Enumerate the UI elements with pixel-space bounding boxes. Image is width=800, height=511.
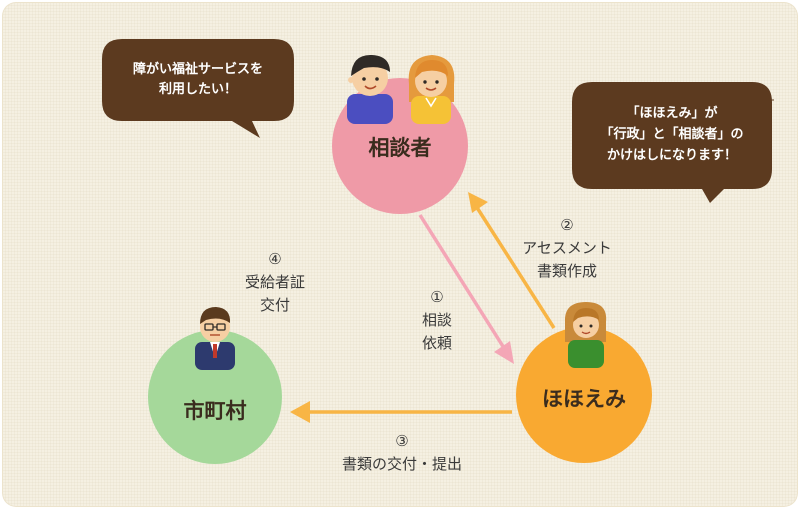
child-girl-icon xyxy=(408,55,455,124)
step-4-line2: 交付 xyxy=(259,296,290,314)
step-4-line1: 受給者証 xyxy=(244,273,305,291)
official-man-icon xyxy=(195,307,235,370)
staff-woman-icon xyxy=(564,302,607,368)
consultant-label: 相談者 xyxy=(368,136,432,160)
city-label: 市町村 xyxy=(183,399,247,423)
child-boy-icon xyxy=(347,54,393,124)
step-4-number: ④ xyxy=(268,250,282,268)
speech-bubble-right-line2: 「行政」と「相談者」の xyxy=(600,127,744,142)
arrow-document-submission xyxy=(290,401,512,423)
speech-bubble-left-line2: 利用したい！ xyxy=(158,82,237,97)
step-3-line1: 書類の交付・提出 xyxy=(341,455,462,473)
step-1-line2: 依頼 xyxy=(421,334,452,352)
step-2-number: ② xyxy=(560,216,574,234)
step-3-number: ③ xyxy=(395,432,409,450)
speech-bubble-left xyxy=(102,39,294,138)
arrow-consult-request xyxy=(418,214,514,364)
speech-bubble-right-text: 「ほほえみ」が 「行政」と「相談者」の かけはしになります！ xyxy=(582,103,762,166)
step-2-line1: アセスメント xyxy=(522,239,612,257)
step-2-label: ② アセスメント 書類作成 xyxy=(512,214,622,283)
step-1-line1: 相談 xyxy=(421,311,452,329)
speech-bubble-right-line3: かけはしになります！ xyxy=(606,148,737,163)
speech-bubble-left-text: 障がい福祉サービスを 利用したい！ xyxy=(112,60,284,100)
speech-bubble-right xyxy=(572,82,774,203)
hohoemi-node xyxy=(516,327,652,463)
speech-bubble-right-line1: 「ほほえみ」が xyxy=(626,106,718,121)
arrow-assessment xyxy=(468,192,556,329)
step-3-label: ③ 書類の交付・提出 xyxy=(302,430,502,476)
speech-bubble-left-line1: 障がい福祉サービスを xyxy=(132,62,263,77)
step-4-label: ④ 受給者証 交付 xyxy=(230,248,320,317)
step-2-line2: 書類作成 xyxy=(536,262,597,280)
step-1-number: ① xyxy=(430,288,444,306)
step-1-label: ① 相談 依頼 xyxy=(402,286,472,355)
city-node xyxy=(148,330,282,464)
hohoemi-label: ほほえみ xyxy=(542,387,626,411)
